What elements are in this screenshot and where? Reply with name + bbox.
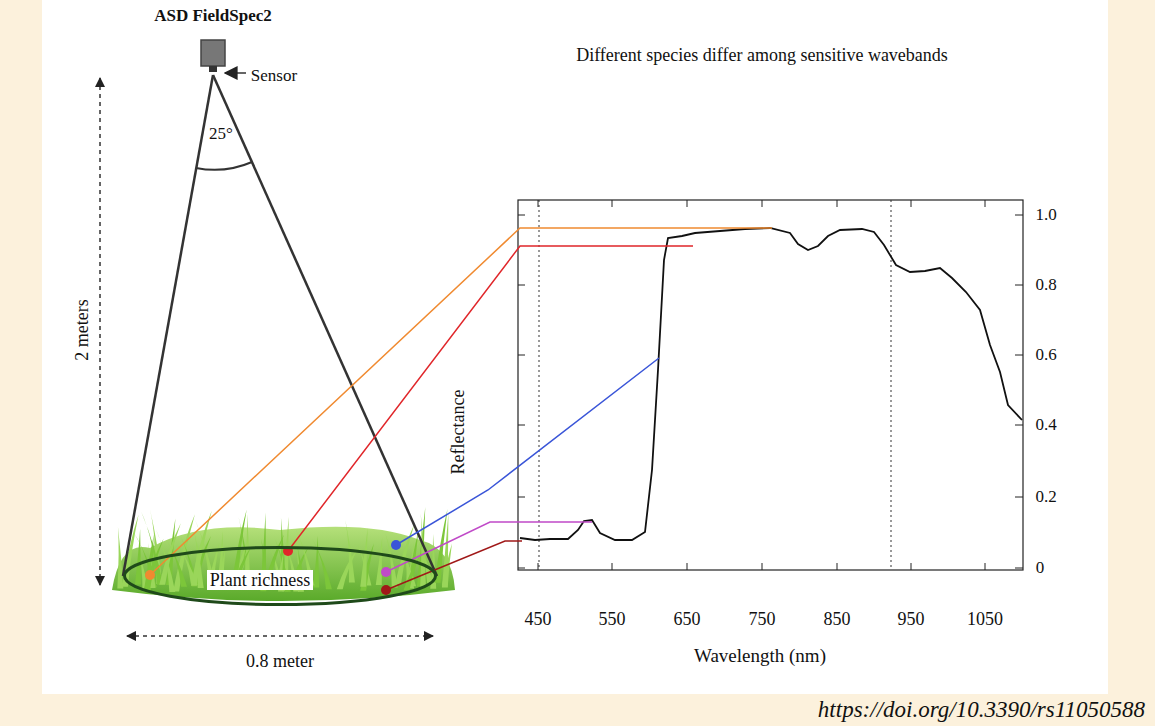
tick-mark [518, 568, 525, 569]
tick-mark [762, 563, 763, 570]
tick-mark [985, 563, 986, 570]
tick-label: 0.8 [1035, 275, 1056, 295]
label: 25° [209, 124, 233, 144]
cone-edge [123, 75, 213, 576]
tick-mark [518, 215, 525, 216]
species-dot [145, 570, 155, 580]
label: Different species differ among sensitive… [576, 45, 948, 66]
tick-mark [1015, 497, 1023, 498]
species-dot [381, 585, 391, 595]
tick-mark [1015, 355, 1023, 356]
tick-label: 1.0 [1035, 205, 1056, 225]
source-caption: https://doi.org/10.3390/rs11050588 [818, 697, 1145, 723]
tick-mark [687, 563, 688, 570]
tick-mark [911, 563, 912, 570]
tick-mark [518, 425, 525, 426]
field-plot-ellipse: Plant richness [123, 546, 437, 606]
label: 2 meters [72, 295, 93, 364]
tick-mark [837, 200, 838, 207]
tick-label: 0.2 [1035, 487, 1056, 507]
label: Wavelength (nm) [694, 645, 826, 667]
tick-label: 750 [749, 609, 776, 630]
grass-blade [117, 527, 123, 588]
tick-mark [1015, 215, 1023, 216]
grass-blade [313, 536, 319, 588]
angle-arc [196, 162, 252, 170]
leader-line [386, 541, 522, 590]
tick-label: 0 [1036, 558, 1045, 578]
tick-label: 0.6 [1035, 345, 1056, 365]
tick-mark [518, 285, 525, 286]
spectrum-curve [520, 228, 1022, 540]
leader-line [396, 358, 659, 545]
tick-label: 850 [824, 609, 851, 630]
axis-ticks [518, 200, 1023, 570]
grass-blade [376, 537, 382, 584]
label: ASD FieldSpec2 [154, 6, 272, 26]
grass-blade [395, 524, 415, 585]
tick-mark [612, 200, 613, 207]
tick-mark [1015, 425, 1023, 426]
sensor-body [201, 40, 225, 66]
grass-blades [117, 507, 452, 592]
grass-blade [337, 547, 359, 590]
width-dimension [127, 635, 433, 637]
tick-mark [1015, 285, 1023, 286]
label: Sensor [251, 66, 297, 86]
tick-label: 950 [898, 609, 925, 630]
tick-mark [518, 497, 525, 498]
tick-mark [837, 563, 838, 570]
tick-label: 1050 [967, 609, 1003, 630]
leader-line [150, 228, 772, 575]
height-dimension [99, 78, 101, 585]
cone-edge [213, 75, 437, 576]
tick-label: 0.4 [1035, 415, 1056, 435]
grass-blade [135, 529, 141, 585]
tick-mark [687, 200, 688, 207]
tick-mark [518, 355, 525, 356]
tick-label: 550 [599, 609, 626, 630]
node-label: Plant richness [207, 570, 314, 591]
label: 0.8 meter [246, 651, 314, 672]
tick-mark [1015, 568, 1023, 569]
leader-line [288, 246, 693, 551]
tick-mark [612, 563, 613, 570]
tick-label: 450 [525, 609, 552, 630]
tick-mark [985, 200, 986, 207]
waveband-line [539, 200, 540, 570]
pointer-arrow [225, 72, 246, 74]
species-dot [391, 540, 401, 550]
label: Reflectance [448, 390, 469, 475]
tick-label: 650 [674, 609, 701, 630]
tick-mark [911, 200, 912, 207]
sensor-lens [209, 66, 217, 72]
tick-mark [538, 200, 539, 207]
species-dot [381, 567, 391, 577]
grass-blade [360, 528, 367, 587]
tick-mark [762, 200, 763, 207]
tick-mark [538, 563, 539, 570]
plot-frame [518, 200, 1023, 570]
